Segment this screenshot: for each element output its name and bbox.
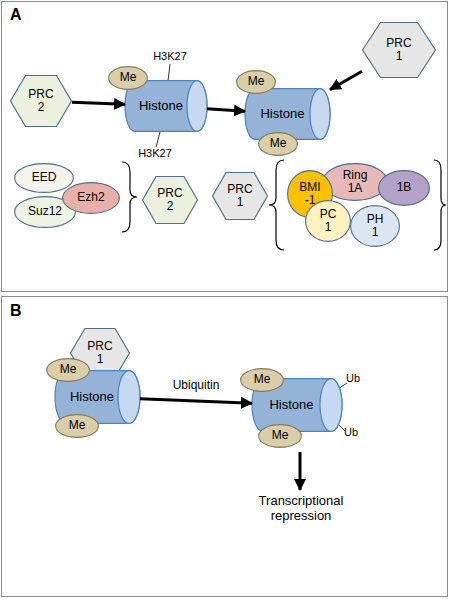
ellipse-outline — [109, 67, 148, 90]
node-text: PRC 2 — [155, 187, 185, 213]
subunit-ellipse: Me — [240, 368, 284, 392]
hexagon-outline — [363, 23, 436, 78]
subunit-ellipse: Me — [258, 132, 298, 156]
annotation-label: Ub — [344, 426, 368, 439]
reaction-arrow — [140, 399, 252, 403]
cylinder-cap — [320, 379, 342, 432]
node-text: PRC 1 — [384, 37, 414, 63]
subunit-ellipse: 1B — [378, 170, 430, 206]
annotation-label: Ub — [346, 372, 370, 385]
ellipse-outline — [306, 201, 351, 242]
node-text: PRC 1 — [85, 340, 115, 366]
reaction-arrow — [330, 71, 362, 89]
flow-arrow — [299, 452, 302, 490]
ellipse-outline — [379, 171, 430, 206]
annotation-label: H3K27 — [145, 50, 195, 63]
annotation-label: H3K27 — [130, 147, 180, 160]
site-tick — [168, 64, 170, 81]
cylinder-body — [252, 379, 342, 432]
cylinder-body — [245, 89, 330, 140]
node-text: Ezh2 — [77, 191, 104, 204]
node-text: Histone — [139, 99, 183, 113]
node-text: Me — [60, 363, 77, 376]
node-text: Me — [254, 373, 271, 386]
node-text: Histone — [70, 390, 114, 404]
hexagon-outline — [213, 173, 268, 220]
ellipse-outline — [15, 164, 74, 193]
subunit-ellipse: Me — [55, 414, 99, 438]
cylinder-cap — [187, 81, 207, 132]
subunit-ellipse: PC 1 — [305, 200, 351, 242]
node-text: Suz12 — [28, 205, 62, 218]
panel-frame — [2, 297, 448, 597]
hexagon-outline — [11, 76, 72, 127]
group-bracket — [434, 160, 446, 250]
node-text: Histone — [260, 107, 304, 121]
ellipse-outline — [323, 164, 388, 201]
node-text: PRC 1 — [225, 183, 255, 209]
node-text: Me — [248, 75, 265, 88]
histone-cylinder: Histone — [245, 88, 330, 140]
complex-hexagon: PRC 2 — [142, 176, 198, 224]
node-text: PH 1 — [364, 213, 386, 239]
node-text: 1B — [397, 181, 412, 194]
cylinder-body — [125, 81, 207, 132]
subunit-ellipse: Me — [236, 70, 276, 94]
ellipse-outline — [237, 71, 276, 94]
site-tick — [156, 132, 160, 147]
subunit-ellipse: Me — [258, 424, 302, 448]
cylinder-cap — [118, 371, 140, 424]
node-text: Me — [69, 419, 86, 432]
subunit-ellipse: EED — [14, 163, 74, 193]
ellipse-outline — [259, 425, 302, 448]
complex-hexagon: PRC 1 — [212, 172, 268, 220]
complex-hexagon: PRC 1 — [362, 22, 436, 78]
subunit-ellipse: Ezh2 — [62, 182, 120, 214]
group-bracket — [269, 160, 284, 250]
subunit-ellipse: PH 1 — [350, 205, 400, 247]
node-text: PRC 2 — [26, 88, 56, 114]
annotation-label: Transcriptional repression — [245, 494, 357, 524]
ellipse-outline — [351, 206, 400, 247]
ellipse-outline — [241, 369, 284, 392]
subunit-ellipse: Me — [108, 66, 148, 90]
node-text: Me — [272, 429, 289, 442]
node-text: Histone — [269, 398, 313, 412]
complex-hexagon: PRC 2 — [10, 75, 72, 127]
cylinder-cap — [310, 89, 330, 140]
ellipse-outline — [47, 359, 90, 382]
ellipse-outline — [15, 197, 76, 228]
ellipse-outline — [63, 183, 120, 214]
ellipse-outline — [56, 415, 99, 438]
panel-letter: B — [10, 302, 30, 320]
node-text: Ring 1A — [339, 169, 371, 195]
reaction-arrow — [72, 102, 125, 104]
edge-label: Ubiquitin — [151, 379, 241, 393]
hexagon-outline — [143, 177, 198, 224]
node-text: Me — [120, 71, 137, 84]
node-text: Me — [270, 137, 287, 150]
group-bracket — [122, 162, 137, 232]
ellipse-outline — [259, 133, 298, 156]
panel-frame — [2, 2, 448, 292]
node-text: PC 1 — [317, 208, 339, 234]
subunit-ellipse: Me — [46, 358, 90, 382]
panel-letter: A — [10, 6, 30, 24]
node-text: EED — [32, 171, 57, 184]
reaction-arrow — [207, 109, 245, 112]
